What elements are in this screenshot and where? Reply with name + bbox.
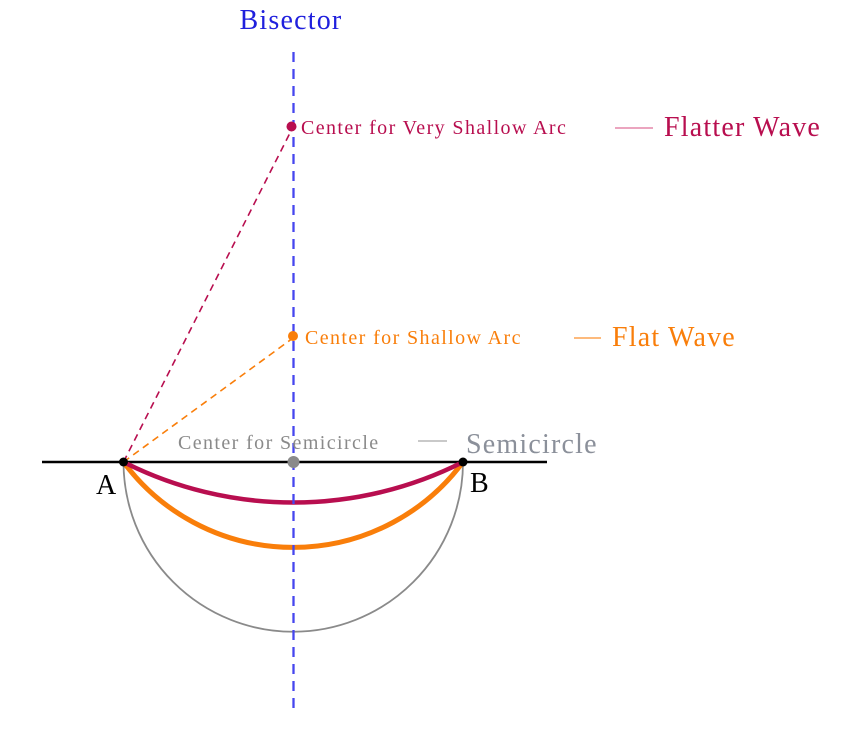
- flat-wave-label: Flat Wave: [612, 322, 736, 353]
- radius-dashed-very-shallow: [122, 129, 293, 463]
- semicircle-center-dot: [287, 456, 300, 468]
- very-shallow-center-dot: [286, 121, 297, 132]
- semicircle-wave-label: Semicircle: [466, 429, 598, 460]
- point-a-dot: [119, 457, 128, 467]
- point-b-dot: [458, 457, 468, 467]
- shallow-center-dot: [288, 331, 298, 341]
- bisector-label: Bisector: [240, 5, 343, 36]
- flatter-wave-label: Flatter Wave: [664, 112, 821, 143]
- very-shallow-center-label: Center for Very Shallow Arc: [301, 117, 567, 139]
- point-a-label: A: [96, 470, 117, 501]
- semicircle-center-label: Center for Semicircle: [178, 432, 380, 454]
- point-b-label: B: [470, 468, 489, 499]
- shallow-center-label: Center for Shallow Arc: [305, 327, 522, 349]
